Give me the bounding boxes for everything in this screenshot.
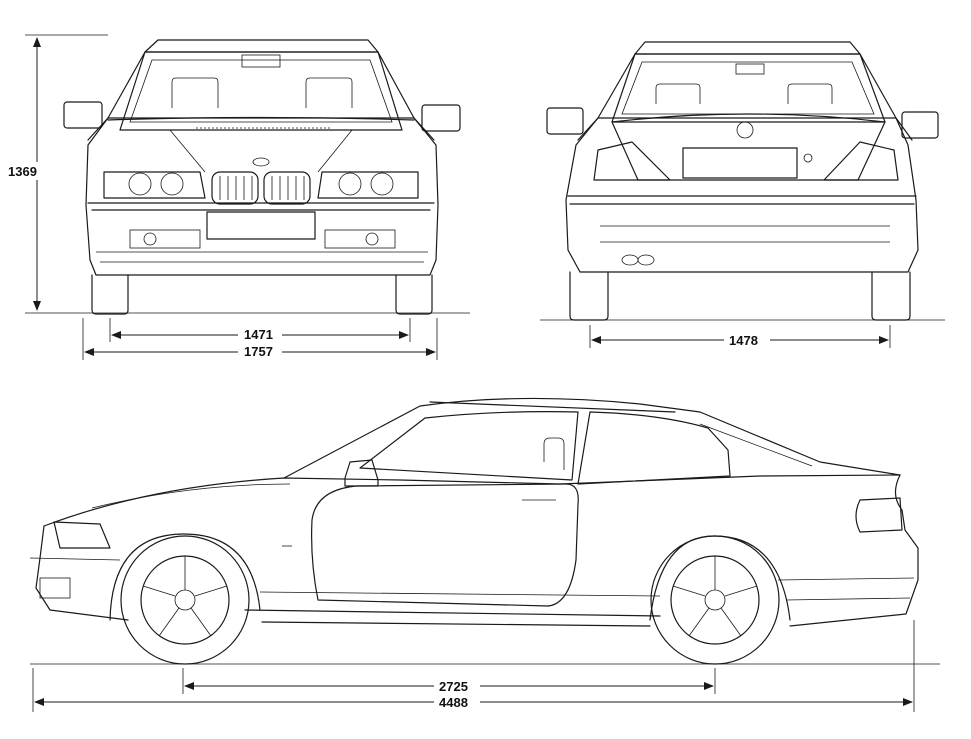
front-track-label: 1471	[244, 327, 273, 342]
side-view	[29, 397, 940, 665]
overall-length-dimension: 4488	[32, 620, 915, 712]
wheelbase-label: 2725	[439, 679, 468, 694]
overall-length-label: 4488	[439, 695, 468, 710]
front-height-dimension: 1369	[6, 34, 108, 311]
rear-track-dimension: 1478	[589, 325, 891, 348]
front-view	[25, 39, 470, 315]
front-height-label: 1369	[8, 164, 37, 179]
rear-track-label: 1478	[729, 333, 758, 348]
overall-width-label: 1757	[244, 344, 273, 359]
rear-view	[540, 41, 945, 321]
wheelbase-dimension: 2725	[182, 668, 716, 694]
overall-width-dimension: 1757	[82, 318, 438, 360]
front-track-dimension: 1471	[109, 318, 411, 342]
